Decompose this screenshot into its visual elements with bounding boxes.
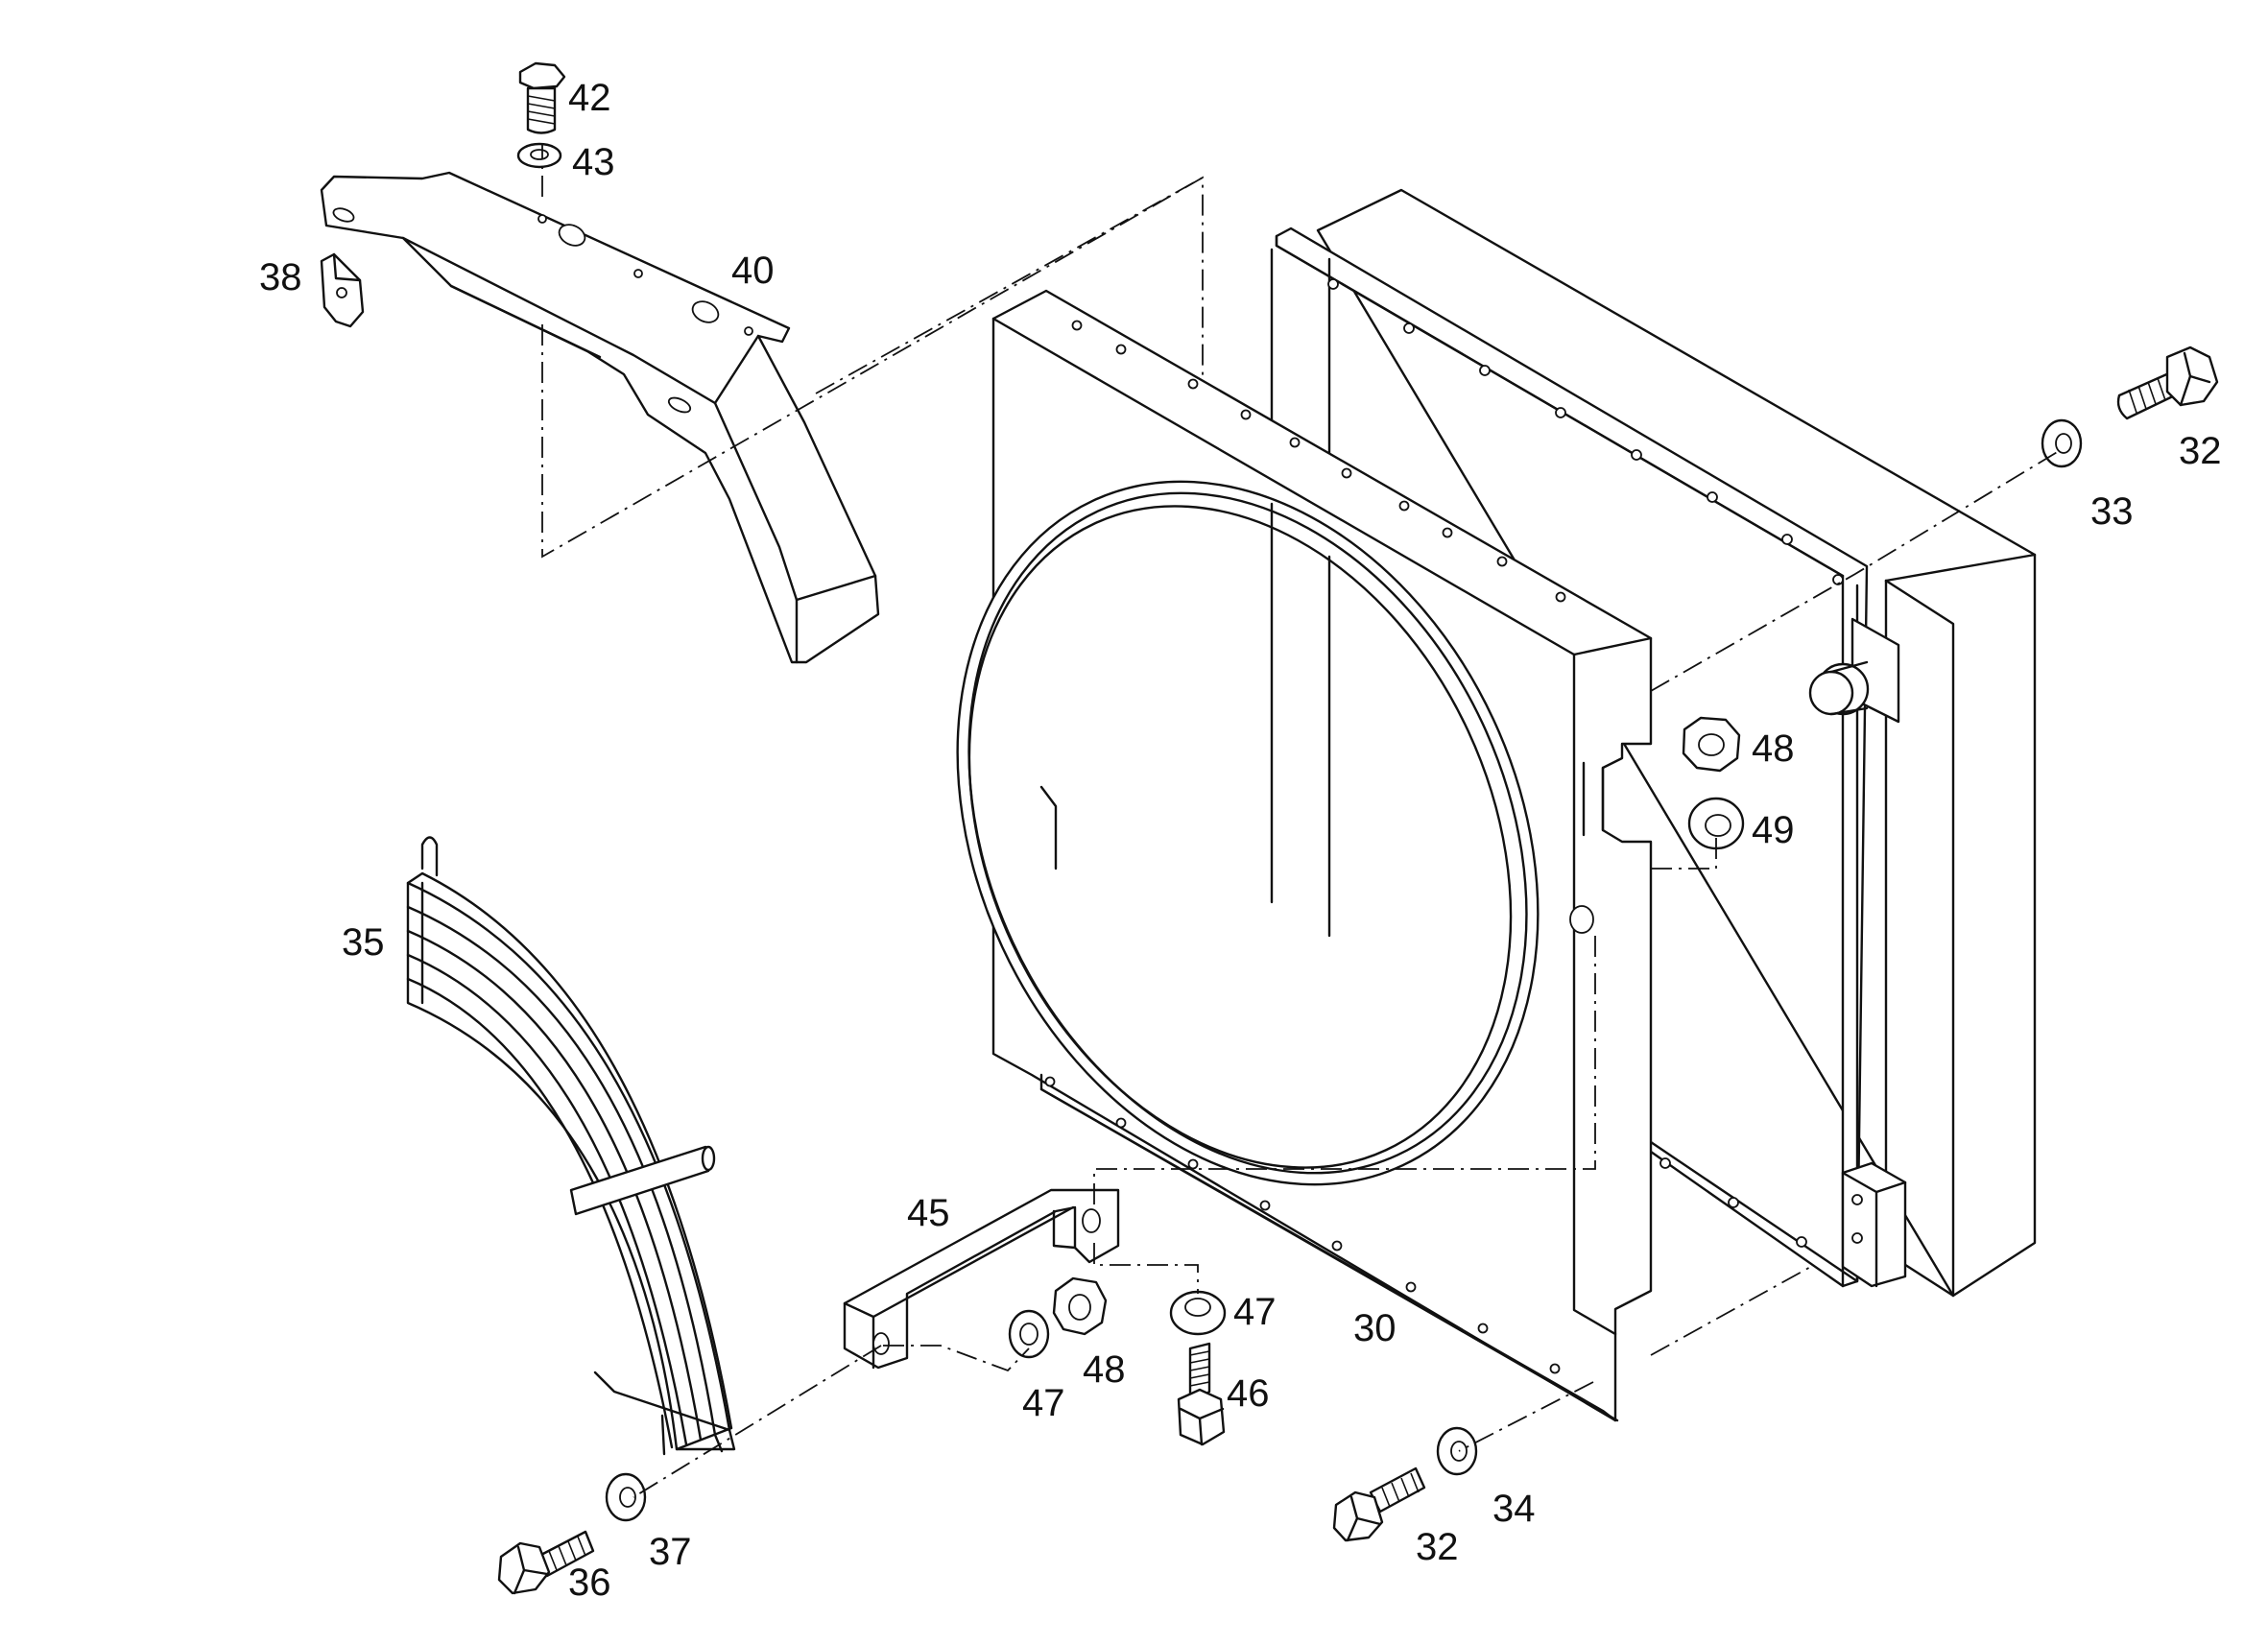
callout-46: 46 [1227, 1372, 1270, 1415]
washer-top [516, 142, 562, 169]
callout-32-lower: 32 [1416, 1526, 1459, 1568]
callout-38: 38 [259, 256, 302, 298]
fan-guard-segment [406, 836, 736, 1456]
callout-35: 35 [342, 921, 385, 964]
bolt-radiator-upper [2116, 346, 2219, 420]
washer-bracket-lower [1008, 1309, 1050, 1359]
callout-48-lower: 48 [1083, 1348, 1126, 1391]
fan-shroud [956, 289, 1653, 1422]
callout-47-upper: 47 [1233, 1291, 1277, 1333]
washer-bracket-upper [1169, 1290, 1227, 1336]
callout-49: 49 [1752, 809, 1795, 851]
fan-shroud-holes [1044, 320, 1594, 1374]
radiator-drain-fitting [1808, 617, 1900, 724]
callout-36: 36 [568, 1562, 611, 1604]
callout-48-upper: 48 [1752, 727, 1795, 770]
bolt-guard [497, 1530, 595, 1595]
clip [320, 252, 365, 328]
callout-47-lower: 47 [1022, 1382, 1065, 1424]
bolt-radiator-lower [1332, 1466, 1426, 1542]
callout-45: 45 [907, 1192, 950, 1234]
callout-43: 43 [572, 141, 615, 183]
nut-shroud [1682, 716, 1741, 773]
assembly-leader-lines [541, 144, 2060, 1498]
top-bracket [320, 171, 880, 664]
washer-guard [605, 1472, 647, 1522]
washer-radiator-lower [1436, 1426, 1478, 1476]
callout-42: 42 [568, 77, 611, 119]
callout-labels: 30 32 32 33 34 35 36 37 38 40 42 43 45 4… [259, 77, 2222, 1604]
bolt-bracket [1177, 1342, 1226, 1446]
bottom-bracket [843, 1188, 1120, 1370]
callout-37: 37 [649, 1531, 692, 1573]
callout-32-upper: 32 [2179, 430, 2222, 472]
washer-shroud [1687, 797, 1745, 850]
washer-radiator-upper [2041, 418, 2083, 468]
callout-34: 34 [1492, 1488, 1536, 1530]
radiator-flange-holes [1285, 278, 1844, 1248]
bolt-top [518, 61, 566, 134]
nut-bracket [1052, 1276, 1108, 1336]
callout-30: 30 [1353, 1307, 1397, 1349]
radiator-mount-block [1841, 1161, 1907, 1288]
callout-40: 40 [731, 250, 775, 292]
callout-33: 33 [2090, 490, 2134, 533]
